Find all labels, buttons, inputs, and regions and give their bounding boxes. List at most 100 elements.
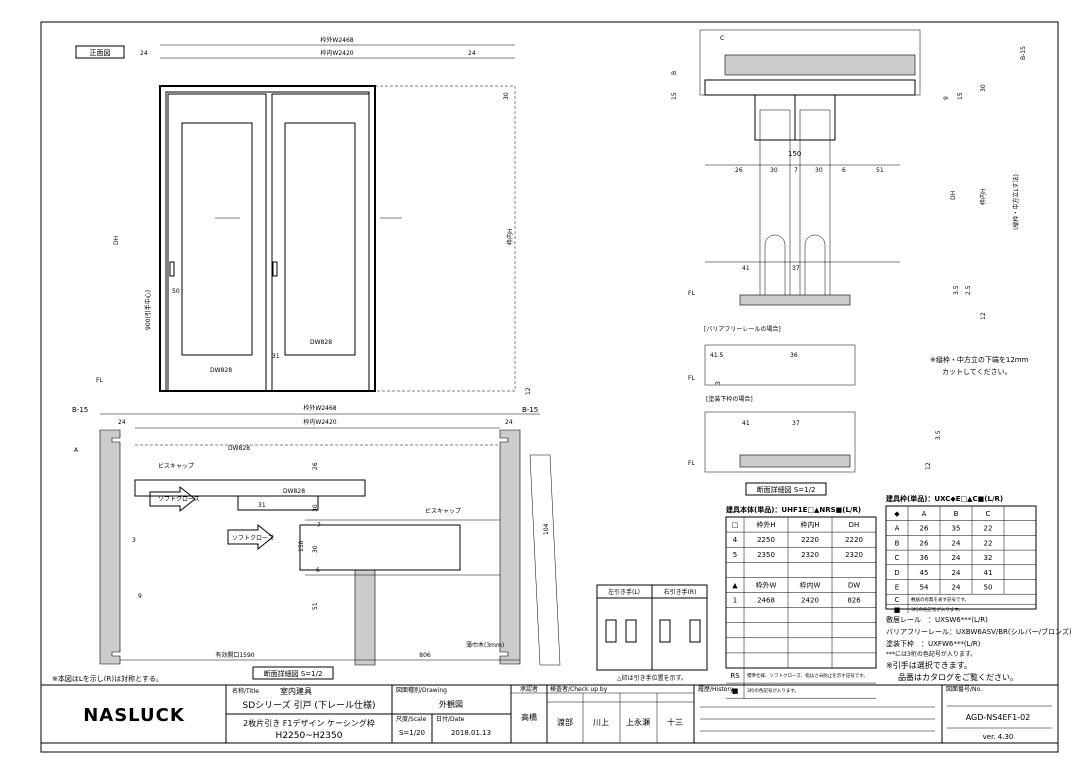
body-table-cell: 枠内W	[800, 580, 821, 589]
sec-b15: B-15	[1020, 46, 1027, 60]
frame-table-cell: 36	[920, 554, 929, 562]
checker-3: 上永瀬	[626, 717, 650, 727]
title-1: 室内建具	[280, 686, 312, 696]
check-label: 検査者/Check up by	[550, 685, 608, 693]
floor-rail	[739, 294, 851, 306]
body-rs-note: 標準仕様、ソフトクローズ、指はさみ防止を示す記号です。	[747, 672, 868, 679]
scale-value: S=1/20	[399, 729, 425, 737]
color-note: ***には3桁の色記号が入ります。	[886, 650, 976, 658]
sec-note-h: (縦枠・中方立Lす法)	[1012, 174, 1020, 230]
pocket-outline	[374, 85, 516, 392]
sec-6: 6	[842, 167, 846, 174]
frame-table-cell: C	[895, 554, 900, 562]
sec-15b: 15	[957, 92, 964, 100]
rail-notes: 敷居レール ：UXSW6***(L/R) バリアフリーレール：UXBW6ASV/…	[886, 615, 1072, 682]
frame-table-cell: 26	[920, 539, 929, 547]
frame-table-cell: 54	[920, 584, 929, 592]
plan-30b: 30	[312, 545, 319, 553]
checker-1: 渡部	[557, 717, 573, 727]
checker-2: 川上	[593, 718, 609, 727]
plan-6: 6	[316, 567, 320, 574]
dim-b15-right: B-15	[522, 406, 538, 414]
frame-table-title: 建具枠(単品)：UXC◆E□▲C■(L/R)	[886, 494, 1003, 503]
sec-dh: DH	[950, 191, 957, 200]
sec-41: 41	[742, 265, 750, 272]
frame-table-cell: 45	[920, 569, 929, 577]
body-sq-note: 3桁の色記号が入ります。	[747, 687, 799, 694]
body-table-cell: ▲	[732, 581, 738, 589]
cut-note-1: ※縦枠・中方立の下端を12mm	[930, 355, 1029, 364]
arrow-icon	[227, 523, 274, 551]
dim-31: 31	[272, 353, 280, 360]
dim-dh: DH	[113, 236, 120, 245]
approver: 高橋	[521, 712, 537, 722]
body-table-cell: 2320	[845, 551, 863, 559]
dim-24: 24	[140, 50, 148, 57]
plan-24a: 24	[118, 419, 126, 426]
title-3: 2枚片引き F1デザイン ケーシング枠	[243, 718, 375, 728]
checker-4: 十三	[667, 717, 683, 727]
body-table-cell: 2420	[801, 597, 819, 605]
body-table-cell: 4	[733, 536, 738, 544]
body-table-cell: 826	[847, 597, 861, 605]
door-frame	[159, 85, 376, 392]
dim-b15-left: B-15	[72, 406, 88, 414]
sec-37b: 37	[792, 420, 800, 427]
sec-26: 26	[735, 167, 743, 174]
frame-table-cell: 50	[984, 584, 993, 592]
sec-30a: 30	[770, 167, 778, 174]
handle-icon	[169, 261, 175, 277]
plan-26: 26	[312, 462, 319, 470]
frame-table-cell: B	[954, 510, 959, 518]
frame-table-cell: 32	[984, 554, 993, 562]
body-table-cell: 2220	[801, 536, 819, 544]
sec-51: 51	[876, 167, 884, 174]
center-post	[354, 569, 376, 666]
right-jamb	[499, 429, 521, 665]
body-table-cell: 枠内H	[800, 520, 819, 529]
frame-c-note: 敷居の有無を表す記号です。	[911, 596, 969, 603]
soft-close-label-1: ソフトクローズ	[158, 495, 200, 503]
catalog-note: 品番はカタログをご覧ください。	[898, 672, 1018, 682]
sec-15a: 15	[671, 92, 678, 100]
body-sq-mark: ■	[732, 687, 739, 695]
sec-12b: 12	[925, 462, 932, 470]
sec-30: 30	[980, 84, 987, 92]
drawing-type: 外観図	[439, 699, 463, 709]
sec-36: 36	[790, 352, 798, 359]
door-leaf-plan-2	[299, 524, 461, 571]
body-table-cell: 2468	[757, 597, 775, 605]
frame-table-cell: 22	[984, 539, 993, 547]
drawing-label: 図面種別/Drawing	[396, 686, 447, 694]
sec-3-5: 3.5	[953, 285, 960, 295]
front-title: 正面図	[90, 49, 111, 57]
sec-41b: 41	[742, 420, 750, 427]
thin-baseboard-label: 薄巾木(3mm)	[466, 641, 504, 649]
plan-51: 51	[312, 602, 319, 610]
sec-fl: FL	[688, 290, 695, 297]
dim-12: 12	[525, 387, 532, 395]
effective-opening: 有効開口1590	[215, 651, 254, 659]
title-2: SDシリーズ 引戸 (下レール仕様)	[243, 699, 376, 711]
plan-150: 150	[298, 540, 305, 552]
sec-150: 150	[788, 150, 801, 158]
screwcap-label-2: ビスキャップ	[425, 507, 461, 515]
body-table-cell: 枠外H	[756, 520, 775, 529]
frame-table-cell: ◆	[894, 510, 900, 518]
body-table-cell: □	[732, 521, 739, 529]
dim-dw-left: DW828	[210, 367, 232, 374]
plan-a: A	[74, 447, 79, 454]
frame-table-cell: 22	[984, 525, 993, 533]
dim-handle-h: 900(引手中心)	[144, 290, 152, 330]
plan-31: 31	[258, 502, 266, 509]
handle-position-box: 左引き手(L) 右引き手(R) △印は引き手位置を示す。	[596, 584, 708, 682]
sec-3-5b: 3.5	[935, 430, 942, 440]
history-label: 履歴/History	[698, 686, 734, 693]
sec-37: 37	[792, 265, 800, 272]
frame-table-cell: 24	[952, 554, 961, 562]
plan-inner-w: 枠内W2420	[303, 418, 336, 426]
vertical-section: C B B-15 15 9 15 30 150 26 30 7 30 6 51 …	[671, 29, 1029, 496]
plan-24b: 24	[505, 419, 513, 426]
